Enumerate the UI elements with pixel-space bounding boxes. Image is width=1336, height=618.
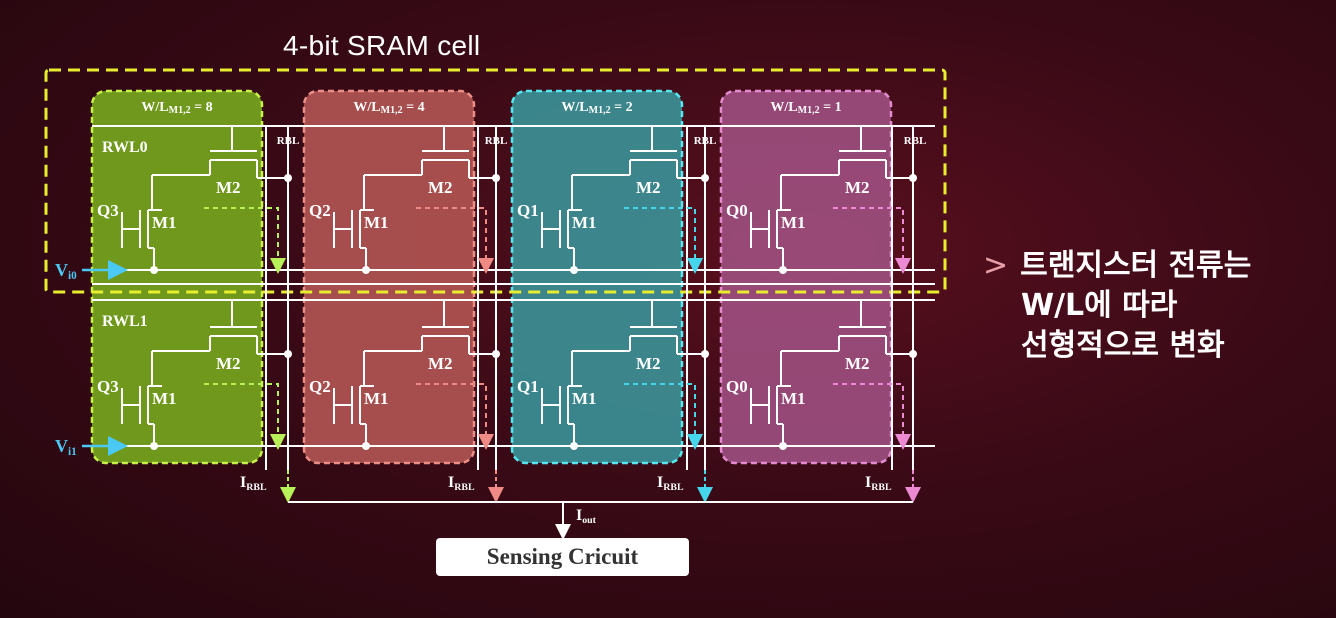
current-path-arrow xyxy=(624,207,703,274)
current-path-arrow xyxy=(204,207,286,274)
current-path-arrow xyxy=(833,207,911,274)
m1-label: M1 xyxy=(781,213,806,232)
wl-ratio-label: W/LM1,2 = 8 xyxy=(141,100,212,116)
m1-label: M1 xyxy=(572,389,597,408)
source-junction xyxy=(570,266,578,274)
cell-column-q0 xyxy=(719,89,893,465)
bit-label-q2: Q2 xyxy=(309,201,331,220)
m2-label: M2 xyxy=(428,354,453,373)
diagram-title: 4-bit SRAM cell xyxy=(283,30,481,61)
current-path-arrow xyxy=(416,207,494,274)
source-junction xyxy=(150,442,158,450)
current-path-arrow xyxy=(416,383,494,450)
current-path-arrow xyxy=(624,383,703,450)
vin-label-0: Vi0 xyxy=(55,260,77,282)
rbl-label-2: RBL xyxy=(694,135,717,147)
bit-label-q1: Q1 xyxy=(517,201,539,220)
irbl-label: IRBL xyxy=(657,474,684,493)
source-junction xyxy=(150,266,158,274)
wordline-label-0: RWL0 xyxy=(102,139,148,156)
bullet-line-3: 선형적으로 변화 xyxy=(1021,328,1225,363)
m2-label: M2 xyxy=(216,178,241,197)
bit-label-q3: Q3 xyxy=(97,377,119,396)
bit-label-q1: Q1 xyxy=(517,377,539,396)
vin-label-1: Vi1 xyxy=(55,436,77,458)
rbl-label-1: RBL xyxy=(485,135,508,147)
bit-label-q2: Q2 xyxy=(309,377,331,396)
wl-ratio-label: W/LM1,2 = 4 xyxy=(353,100,424,116)
source-junction xyxy=(779,442,787,450)
rbl-junction xyxy=(701,350,709,358)
rbl-junction xyxy=(492,174,500,182)
bullet-marker: > xyxy=(983,248,1009,283)
irbl-label: IRBL xyxy=(865,474,892,493)
rbl-junction xyxy=(909,350,917,358)
cell-column-q3 xyxy=(90,89,264,465)
source-junction xyxy=(362,442,370,450)
bullet-note: > 트랜지스터 전류는 W/L에 따라 선형적으로 변화 xyxy=(983,246,1251,366)
source-junction xyxy=(779,266,787,274)
source-junction xyxy=(362,266,370,274)
m2-label: M2 xyxy=(636,354,661,373)
current-path-arrow xyxy=(204,383,286,450)
m2-label: M2 xyxy=(636,178,661,197)
bullet-line-1: > 트랜지스터 전류는 xyxy=(983,246,1251,286)
m1-label: M1 xyxy=(152,389,177,408)
bullet-text-1: 트랜지스터 전류는 xyxy=(1020,248,1252,283)
m1-label: M1 xyxy=(152,213,177,232)
source-junction xyxy=(570,442,578,450)
m2-label: M2 xyxy=(428,178,453,197)
bit-label-q0: Q0 xyxy=(726,377,748,396)
bullet-line-2: W/L에 따라 xyxy=(1021,288,1178,323)
m2-label: M2 xyxy=(845,178,870,197)
bit-label-q0: Q0 xyxy=(726,201,748,220)
m2-label: M2 xyxy=(216,354,241,373)
rbl-label-3: RBL xyxy=(904,135,927,147)
wl-ratio-label: W/LM1,2 = 1 xyxy=(770,100,841,116)
m1-label: M1 xyxy=(572,213,597,232)
m1-label: M1 xyxy=(781,389,806,408)
irbl-label: IRBL xyxy=(448,474,475,493)
wl-ratio-label: W/LM1,2 = 2 xyxy=(561,100,632,116)
rbl-junction xyxy=(284,350,292,358)
rbl-junction xyxy=(701,174,709,182)
current-path-arrow xyxy=(833,383,911,450)
cell-column-q2 xyxy=(302,89,476,465)
wordline-label-1: RWL1 xyxy=(102,313,148,330)
rbl-junction xyxy=(909,174,917,182)
iout-label: Iout xyxy=(576,507,597,526)
m2-label: M2 xyxy=(845,354,870,373)
irbl-label: IRBL xyxy=(240,474,267,493)
rbl-junction xyxy=(492,350,500,358)
rbl-label-0: RBL xyxy=(277,135,300,147)
bit-label-q3: Q3 xyxy=(97,201,119,220)
m1-label: M1 xyxy=(364,389,389,408)
cell-column-q1 xyxy=(510,89,684,465)
m1-label: M1 xyxy=(364,213,389,232)
sensing-circuit-block: Sensing Cricuit xyxy=(436,538,689,576)
rbl-junction xyxy=(284,174,292,182)
